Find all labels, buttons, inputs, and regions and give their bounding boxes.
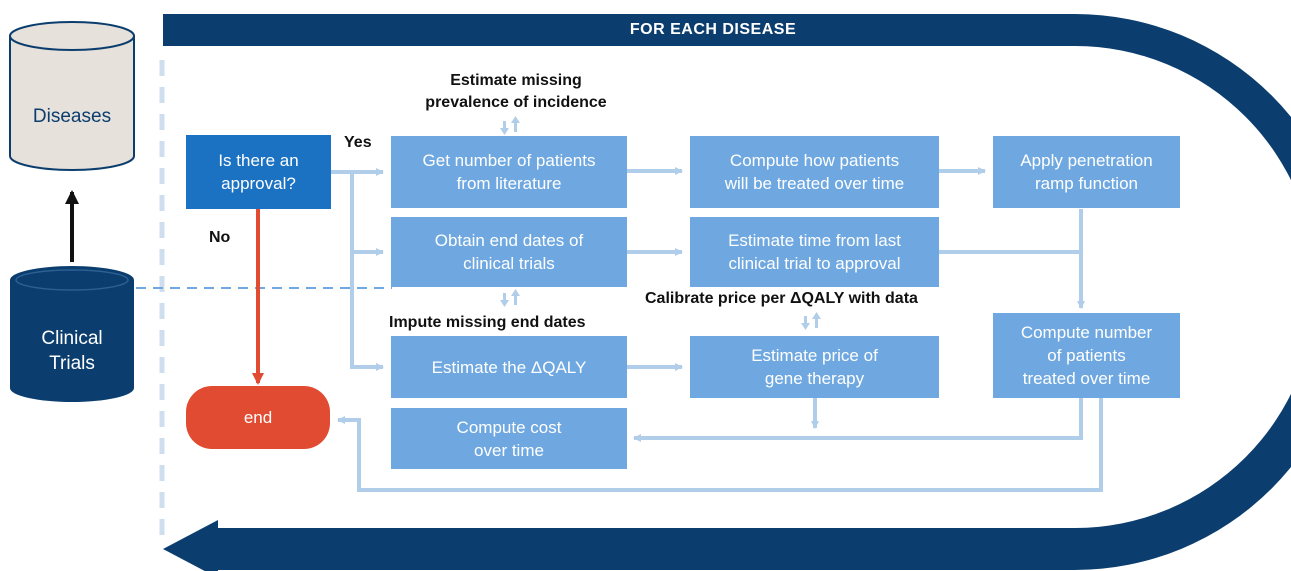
step-estimate-price: Estimate price of gene therapy: [690, 336, 939, 398]
step-obtain-end-dates-line1: Obtain end dates of: [434, 231, 584, 250]
note-prevalence-line1: Estimate missing: [450, 72, 582, 89]
diseases-label: Diseases: [10, 104, 134, 129]
step-compute-cost-line2: over time: [474, 440, 544, 460]
step-estimate-approval-time-line1: Estimate time from last: [728, 231, 901, 250]
loop-band: [163, 14, 1291, 571]
yes-label: Yes: [344, 134, 372, 151]
step-compute-num-treated-line2: of patients: [1047, 346, 1126, 365]
note-prevalence-line2: prevalence of incidence: [425, 94, 607, 111]
step-compute-treated: Compute how patients will be treated ove…: [690, 136, 939, 208]
step-compute-treated-line1: Compute how patients: [729, 151, 900, 170]
end-terminal: end: [186, 386, 330, 449]
step-get-patients-line1: Get number of patients: [422, 151, 596, 170]
approval-decision-line1: Is there an: [218, 151, 299, 170]
step-obtain-end-dates: Obtain end dates of clinical trials: [391, 217, 627, 287]
banner-title: FOR EACH DISEASE: [629, 21, 797, 38]
note-double-arrows: [500, 116, 821, 330]
step-apply-ramp-line2: ramp function: [1035, 174, 1138, 193]
step-compute-cost-line1: Compute cost: [456, 417, 562, 437]
step-estimate-price-line2: gene therapy: [764, 369, 865, 388]
clinical-trials-label-line1: Clinical: [41, 328, 103, 349]
step-estimate-price-line1: Estimate price of: [751, 346, 878, 365]
note-prevalence: Estimate missing prevalence of incidence: [391, 70, 641, 114]
step-get-patients-line2: from literature: [456, 174, 562, 193]
approval-decision: Is there an approval?: [186, 135, 331, 209]
note-calibrate: Calibrate price per ΔQALY with data: [645, 290, 918, 307]
end-label: end: [243, 408, 273, 427]
step-compute-treated-line2: will be treated over time: [724, 174, 905, 193]
step-get-patients: Get number of patients from literature: [391, 136, 627, 208]
step-apply-ramp-line1: Apply penetration: [1020, 151, 1153, 170]
step-compute-cost: Compute cost over time: [391, 408, 627, 469]
diseases-label-text: Diseases: [32, 106, 112, 127]
step-estimate-approval-time: Estimate time from last clinical trial t…: [690, 217, 939, 287]
note-impute: Impute missing end dates: [389, 314, 586, 331]
step-estimate-approval-time-line2: clinical trial to approval: [728, 254, 901, 273]
step-estimate-qaly-line1: Estimate the ΔQALY: [431, 357, 587, 377]
clinical-trials-database-icon: [10, 266, 134, 402]
step-compute-num-treated-line1: Compute number: [1020, 323, 1153, 342]
step-compute-num-treated: Compute number of patients treated over …: [993, 313, 1180, 398]
no-label: No: [209, 229, 231, 246]
diseases-database-icon: [9, 21, 135, 171]
step-apply-ramp: Apply penetration ramp function: [993, 136, 1180, 208]
clinical-trials-label: Clinical Trials: [10, 326, 134, 376]
step-obtain-end-dates-line2: clinical trials: [463, 254, 555, 273]
step-compute-num-treated-line3: treated over time: [1022, 369, 1151, 388]
connector-lines: [331, 167, 1103, 492]
step-estimate-qaly: Estimate the ΔQALY: [391, 336, 627, 398]
clinical-trials-label-line2: Trials: [49, 353, 95, 374]
approval-decision-line2: approval?: [221, 174, 296, 193]
